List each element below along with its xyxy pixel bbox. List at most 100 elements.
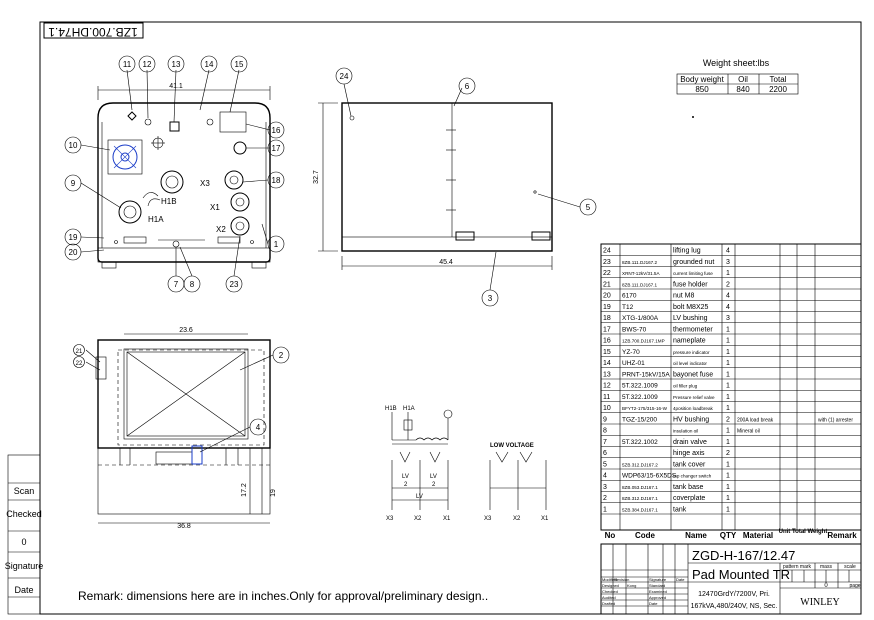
sch-lv-total: LV xyxy=(416,494,423,500)
tb-mass: mass xyxy=(820,564,832,570)
part-qty: 1 xyxy=(726,371,730,378)
dim-bottom-height2: 17.2 xyxy=(241,483,248,497)
callout-13 xyxy=(167,55,185,73)
callout-18 xyxy=(267,171,285,189)
part-no: 14 xyxy=(603,360,611,367)
callout-14 xyxy=(200,55,218,73)
tb-col-signature: Signature xyxy=(649,577,667,582)
dim-bottom-width: 23.6 xyxy=(179,327,193,334)
callout-10 xyxy=(64,136,82,154)
callout-label: 12 xyxy=(143,60,152,69)
ws-h-oil: Oil xyxy=(738,75,748,84)
sch-two-right: 2 xyxy=(432,482,436,488)
bushing-x1: X1 xyxy=(210,203,220,212)
part-no: 10 xyxy=(603,405,611,412)
part-no: 11 xyxy=(603,394,610,401)
part-no: 9 xyxy=(603,416,607,423)
callout-label: 14 xyxy=(205,60,214,69)
part-code: TGZ-15/200 xyxy=(622,416,657,423)
part-no: 21 xyxy=(603,281,611,288)
part-code: BFYT2-175/315-16-W xyxy=(622,406,668,411)
dim-side-width: 45.4 xyxy=(439,259,453,266)
tb-role-audited: Audited xyxy=(602,595,616,600)
weight-sheet: Weight sheet:lbs Body weight Oil Total 8… xyxy=(676,58,799,118)
bushing-x3: X3 xyxy=(200,179,210,188)
zero-label: 0 xyxy=(21,537,26,547)
part-name: tap changer switch xyxy=(673,474,712,479)
part-material: Mineral oil xyxy=(737,429,760,435)
callout-label: 13 xyxy=(172,60,181,69)
tb-examined: Examined xyxy=(649,589,667,594)
part-name: bolt M8X25 xyxy=(673,304,709,311)
sch-h1a: H1A xyxy=(403,406,415,412)
part-code: 5T.322.1009 xyxy=(622,383,658,390)
sch-x3: X3 xyxy=(386,516,394,522)
part-qty: 1 xyxy=(726,383,730,390)
sch-x2: X2 xyxy=(414,516,422,522)
part-qty: 1 xyxy=(726,326,730,333)
ws-h-total: Total xyxy=(770,75,787,84)
callout-label: 19 xyxy=(69,233,78,242)
sch-lv-left: LV xyxy=(402,474,409,480)
part-code: 5T.322.1002 xyxy=(622,439,658,446)
part-name: 4position loadbreak xyxy=(673,406,714,411)
callout-label: 21 xyxy=(76,349,83,355)
part-name: nut M8 xyxy=(673,293,695,300)
tb-standard: Standard xyxy=(649,583,665,588)
sch2-x1: X1 xyxy=(541,516,549,522)
signature-label: Signature xyxy=(5,561,44,571)
callout-label: 5 xyxy=(586,203,591,212)
part-no: 13 xyxy=(603,371,611,378)
part-name: nameplate xyxy=(673,338,706,345)
part-qty: 1 xyxy=(726,349,730,356)
part-code: 6170 xyxy=(622,293,637,300)
part-no: 24 xyxy=(603,248,611,255)
part-no: 23 xyxy=(603,259,611,266)
bushing-h1a: H1A xyxy=(148,215,164,224)
part-name: drain valve xyxy=(673,439,707,446)
part-qty: 1 xyxy=(726,484,730,491)
part-name: bayonet fuse xyxy=(673,371,713,378)
callout-15 xyxy=(230,55,248,73)
part-name: grounded nut xyxy=(673,259,714,266)
part-no: 1 xyxy=(603,506,607,513)
callout-label: 11 xyxy=(123,60,132,69)
hdr-no: No xyxy=(605,531,616,540)
part-qty: 1 xyxy=(726,495,730,502)
part-name: tank base xyxy=(673,484,703,491)
part-code: YZ-70 xyxy=(622,349,640,356)
drawing-number: 1ZB.700.DH74.1 xyxy=(48,25,138,39)
hdr-material: Material xyxy=(743,531,773,540)
part-qty: 1 xyxy=(726,405,730,412)
part-qty: 3 xyxy=(726,259,730,266)
callout-label: 15 xyxy=(235,60,244,69)
callout-label: 10 xyxy=(69,141,78,150)
tb-company: WINLEY xyxy=(800,597,839,608)
sch2-x3: X3 xyxy=(484,516,492,522)
sch-two-left: 2 xyxy=(404,482,408,488)
sch-x1: X1 xyxy=(443,516,451,522)
tb-col-date: Date xyxy=(676,577,685,582)
part-name: fuse holder xyxy=(673,281,708,288)
callout-12 xyxy=(138,55,156,73)
callout-label: 22 xyxy=(76,361,83,367)
callout-3 xyxy=(481,289,499,307)
part-name: hinge axis xyxy=(673,450,705,457)
callout-label: 2 xyxy=(279,351,284,360)
callout-label: 3 xyxy=(488,294,493,303)
callout-label: 8 xyxy=(190,280,195,289)
ws-v-total: 2200 xyxy=(769,85,787,94)
tb-scale: scale xyxy=(844,564,856,570)
dim-top-width: 41.1 xyxy=(169,83,183,90)
top-view: 41.1 H1A H1B X3 X1 X2 xyxy=(80,69,271,277)
part-qty: 1 xyxy=(726,439,730,446)
hdr-name: Name xyxy=(685,531,707,540)
part-name: lifting lug xyxy=(673,248,701,255)
part-no: 20 xyxy=(603,293,611,300)
loadbreak-switch-symbol xyxy=(107,139,143,175)
part-qty: 1 xyxy=(726,338,730,345)
callout-23 xyxy=(225,275,243,293)
callout-5 xyxy=(579,198,597,216)
sch-low-voltage: LOW VOLTAGE xyxy=(490,443,534,449)
